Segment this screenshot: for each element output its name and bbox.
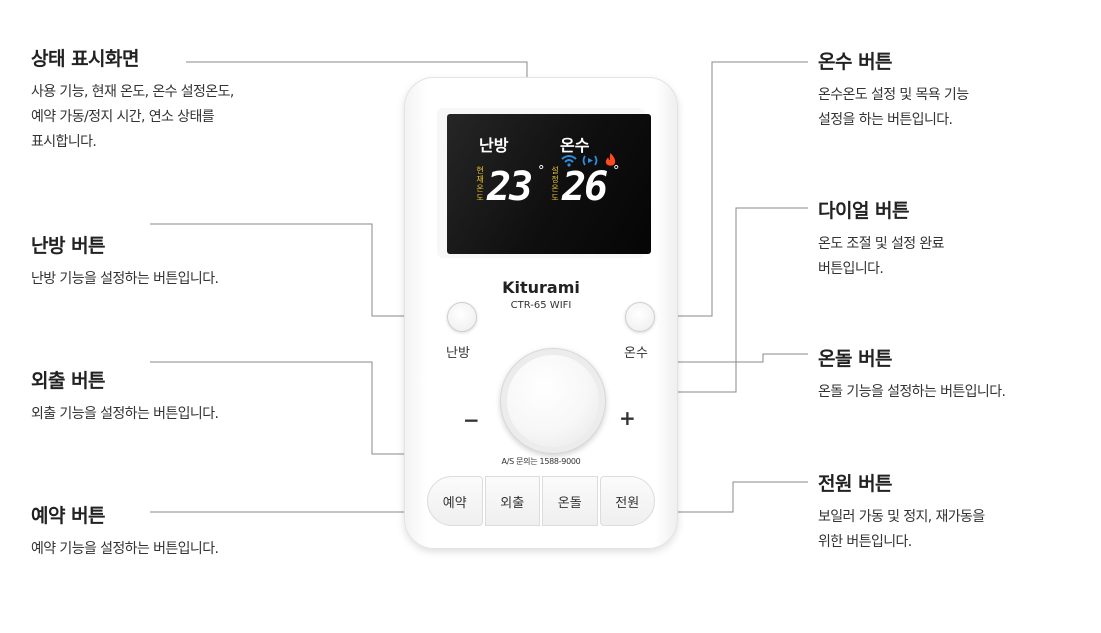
- set-temp-degree: °: [613, 164, 620, 179]
- annotation-dial: 다이얼 버튼 온도 조절 및 설정 완료 버튼입니다.: [818, 196, 945, 282]
- plus-sign: +: [619, 406, 636, 430]
- function-button-bar: 예약 외출 온돌 전원: [427, 476, 655, 526]
- set-temp-value: 26: [562, 164, 608, 210]
- annotation-desc: 온수온도 설정 및 목욕 기능 설정을 하는 버튼입니다.: [818, 87, 969, 128]
- annotation-desc: 온돌 기능을 설정하는 버튼입니다.: [818, 384, 1006, 400]
- annotation-hot-water: 온수 버튼 온수온도 설정 및 목욕 기능 설정을 하는 버튼입니다.: [818, 47, 969, 133]
- as-contact-text: A/S 문의는 1588-9000: [501, 457, 581, 466]
- annotation-heating: 난방 버튼 난방 기능을 설정하는 버튼입니다.: [31, 231, 219, 292]
- reserve-button[interactable]: 예약: [427, 476, 483, 526]
- annotation-desc: 예약 기능을 설정하는 버튼입니다.: [31, 541, 219, 557]
- annotation-title: 온수 버튼: [818, 51, 893, 73]
- annotation-title: 다이얼 버튼: [818, 200, 910, 222]
- set-temp-label: 설정온도: [551, 166, 559, 202]
- annotation-title: 외출 버튼: [31, 370, 106, 392]
- annotation-desc: 사용 기능, 현재 온도, 온수 설정온도, 예약 가동/정지 시간, 연소 상…: [31, 84, 234, 150]
- display-water-label: 온수: [560, 136, 590, 155]
- annotation-outing: 외출 버튼 외출 기능을 설정하는 버튼입니다.: [31, 366, 219, 427]
- ondol-button[interactable]: 온돌: [542, 476, 598, 526]
- display-mode-label: 난방: [479, 136, 509, 155]
- minus-sign: −: [463, 408, 480, 432]
- annotation-power: 전원 버튼 보일러 가동 및 정지, 재가동을 위한 버튼입니다.: [818, 469, 985, 555]
- annotation-display: 상태 표시화면 사용 기능, 현재 온도, 온수 설정온도, 예약 가동/정지 …: [31, 44, 234, 155]
- callout-line-power: [638, 481, 808, 513]
- annotation-desc: 외출 기능을 설정하는 버튼입니다.: [31, 406, 219, 422]
- heating-button[interactable]: [447, 302, 477, 332]
- status-display: 난방 온수 현재온도 23 ° 설정온도 26 °: [447, 114, 651, 254]
- signal-icon: [582, 155, 598, 166]
- model-name: CTR-65 WIFI: [510, 300, 572, 311]
- current-temp-label: 현재온도: [476, 166, 484, 202]
- dial-button[interactable]: [500, 348, 606, 454]
- dial-knob[interactable]: [507, 355, 599, 447]
- wifi-icon: [561, 155, 577, 167]
- hot-water-button-label: 온수: [624, 346, 648, 361]
- annotation-title: 온돌 버튼: [818, 348, 893, 370]
- annotation-desc: 난방 기능을 설정하는 버튼입니다.: [31, 271, 219, 287]
- current-temp-degree: °: [538, 164, 545, 179]
- current-temp-value: 23: [487, 164, 533, 210]
- annotation-desc: 온도 조절 및 설정 완료 버튼입니다.: [818, 236, 945, 277]
- brand-logo: Kiturami: [502, 278, 580, 297]
- annotation-ondol: 온돌 버튼 온돌 기능을 설정하는 버튼입니다.: [818, 344, 1006, 405]
- thermostat-device: 난방 온수 현재온도 23 ° 설정온도 26 ° Kiturami CTR-6…: [404, 77, 678, 549]
- annotation-title: 상태 표시화면: [31, 48, 139, 70]
- annotation-desc: 보일러 가동 및 정지, 재가동을 위한 버튼입니다.: [818, 509, 985, 550]
- annotation-title: 전원 버튼: [818, 473, 893, 495]
- annotation-title: 예약 버튼: [31, 505, 106, 527]
- outing-button[interactable]: 외출: [484, 476, 540, 526]
- annotation-reserve: 예약 버튼 예약 기능을 설정하는 버튼입니다.: [31, 501, 219, 562]
- annotation-title: 난방 버튼: [31, 235, 106, 257]
- heating-button-label: 난방: [446, 346, 470, 361]
- power-button[interactable]: 전원: [599, 476, 655, 526]
- flame-icon: [605, 153, 616, 166]
- hot-water-button[interactable]: [625, 302, 655, 332]
